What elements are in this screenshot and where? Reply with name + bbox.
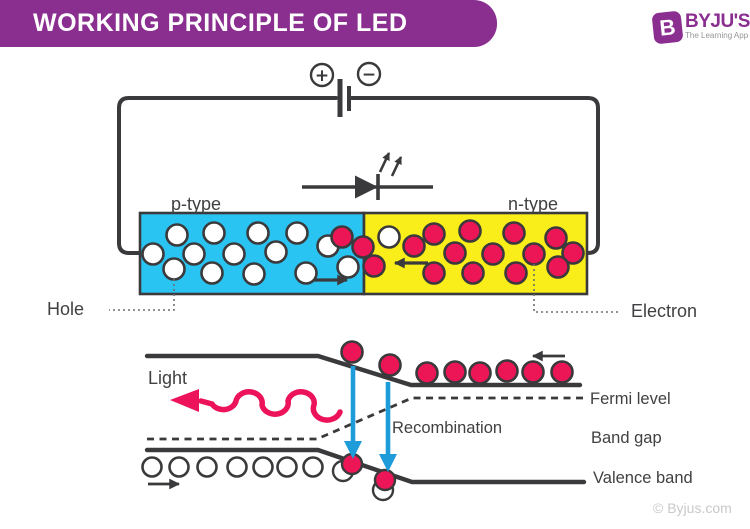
carrier-flow-arrows: [314, 257, 428, 286]
light-label: Light: [148, 368, 188, 388]
positive-terminal-icon: +: [309, 62, 335, 88]
recombination-label: Recombination: [392, 419, 503, 437]
recombination-arrows-icon: [344, 366, 397, 472]
light-wave-arrow-icon: [170, 389, 343, 423]
title-banner: WORKING PRINCIPLE OF LED: [0, 0, 497, 47]
byjus-logo-tagline: The Learning App: [685, 31, 749, 40]
hole-connector-line: [109, 279, 175, 311]
n-region-holes: [377, 225, 401, 249]
valence-band-label: Valence band: [593, 469, 693, 487]
p-region-electrons: [330, 225, 375, 259]
p-type-label: p-type: [171, 194, 222, 214]
hole-label: Hole: [47, 299, 85, 319]
recombination-sites: [331, 452, 397, 502]
band-flow-arrows: [148, 350, 565, 490]
copyright-text: © Byjus.com: [653, 500, 732, 516]
band-gap-label: Band gap: [591, 429, 662, 447]
page-title: WORKING PRINCIPLE OF LED: [33, 9, 408, 37]
n-type-label: n-type: [508, 194, 559, 214]
svg-text:+: +: [315, 66, 329, 86]
electron-connector-line: [533, 264, 621, 313]
electron-label: Electron: [631, 301, 698, 321]
n-region-electrons: [362, 219, 585, 285]
byjus-logo-name: BYJU'S: [685, 11, 750, 32]
led-light-emission-arrows-icon: [378, 152, 403, 177]
conduction-band-electrons: [340, 340, 574, 385]
valence-band-holes: [141, 456, 324, 478]
svg-text:−: −: [362, 65, 376, 85]
byjus-logo: B BYJU'S The Learning App: [651, 10, 750, 45]
valence-band-line: [144, 447, 587, 485]
conduction-band-line: [144, 353, 583, 388]
p-region-holes: [141, 221, 360, 286]
led-symbol-icon: [302, 152, 433, 200]
battery-icon: + −: [309, 61, 382, 117]
fermi-level-label: Fermi level: [590, 390, 671, 408]
negative-terminal-icon: −: [356, 61, 382, 87]
circuit-wire: [117, 96, 600, 255]
